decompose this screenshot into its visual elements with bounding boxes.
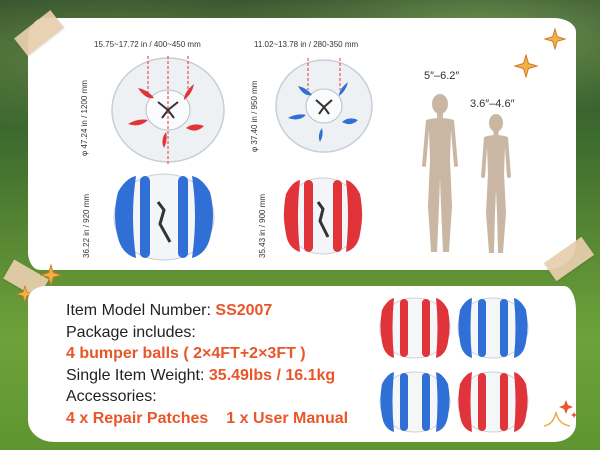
star-icon (513, 53, 539, 79)
thumbnail-red-ball-2 (457, 371, 529, 433)
weight-label: Single Item Weight: (66, 366, 209, 384)
package-value: 4 bumper balls ( 2×4FT+2×3FT ) (66, 345, 306, 362)
small-width-label: 11.02~13.78 in / 280-350 mm (254, 40, 359, 49)
small-height-label: 35.43 in / 900 mm (258, 193, 267, 258)
product-info: Item Model Number: SS2007 Package includ… (66, 300, 348, 429)
weight-value: 35.49lbs / 16.1kg (208, 366, 336, 384)
adult-height-label: 5″–6.2″ (424, 70, 460, 82)
accessory-repair-patches: 4 x Repair Patches (66, 409, 209, 427)
child-silhouette (481, 114, 511, 253)
large-ball-top-view (111, 56, 225, 164)
accessories-label: Accessories: (66, 388, 157, 405)
model-row: Item Model Number: SS2007 (66, 300, 348, 322)
thumbnail-blue-ball-1 (457, 297, 529, 359)
small-diameter-label: φ 37.40 in / 950 mm (250, 80, 259, 152)
thumbnail-blue-ball-2 (379, 371, 451, 433)
large-width-label: 15.75~17.72 in / 400~450 mm (94, 40, 201, 49)
small-ball-top-view (275, 58, 373, 153)
sparkle-doodle-icon (543, 400, 577, 427)
package-label: Package includes: (66, 323, 196, 341)
star-icon (39, 263, 63, 287)
adult-silhouette (422, 94, 458, 252)
model-value: SS2007 (215, 302, 273, 319)
accessories-list: 4 x Repair Patches 1 x User Manual (66, 408, 348, 430)
child-height-label: 3.6″–4.6″ (470, 98, 515, 110)
large-diameter-label: φ 47.24 in / 1200 mm (80, 80, 89, 156)
small-ball-side-view (283, 177, 363, 255)
accessory-user-manual: 1 x User Manual (226, 409, 349, 427)
thumbnail-red-ball-1 (379, 297, 451, 359)
model-label: Item Model Number: (66, 302, 216, 319)
star-icon (543, 27, 567, 51)
weight-row: Single Item Weight: 35.49lbs / 16.1kg (66, 365, 348, 387)
large-ball-side-view (113, 173, 215, 261)
large-height-label: 36.22 in / 920 mm (82, 193, 91, 258)
